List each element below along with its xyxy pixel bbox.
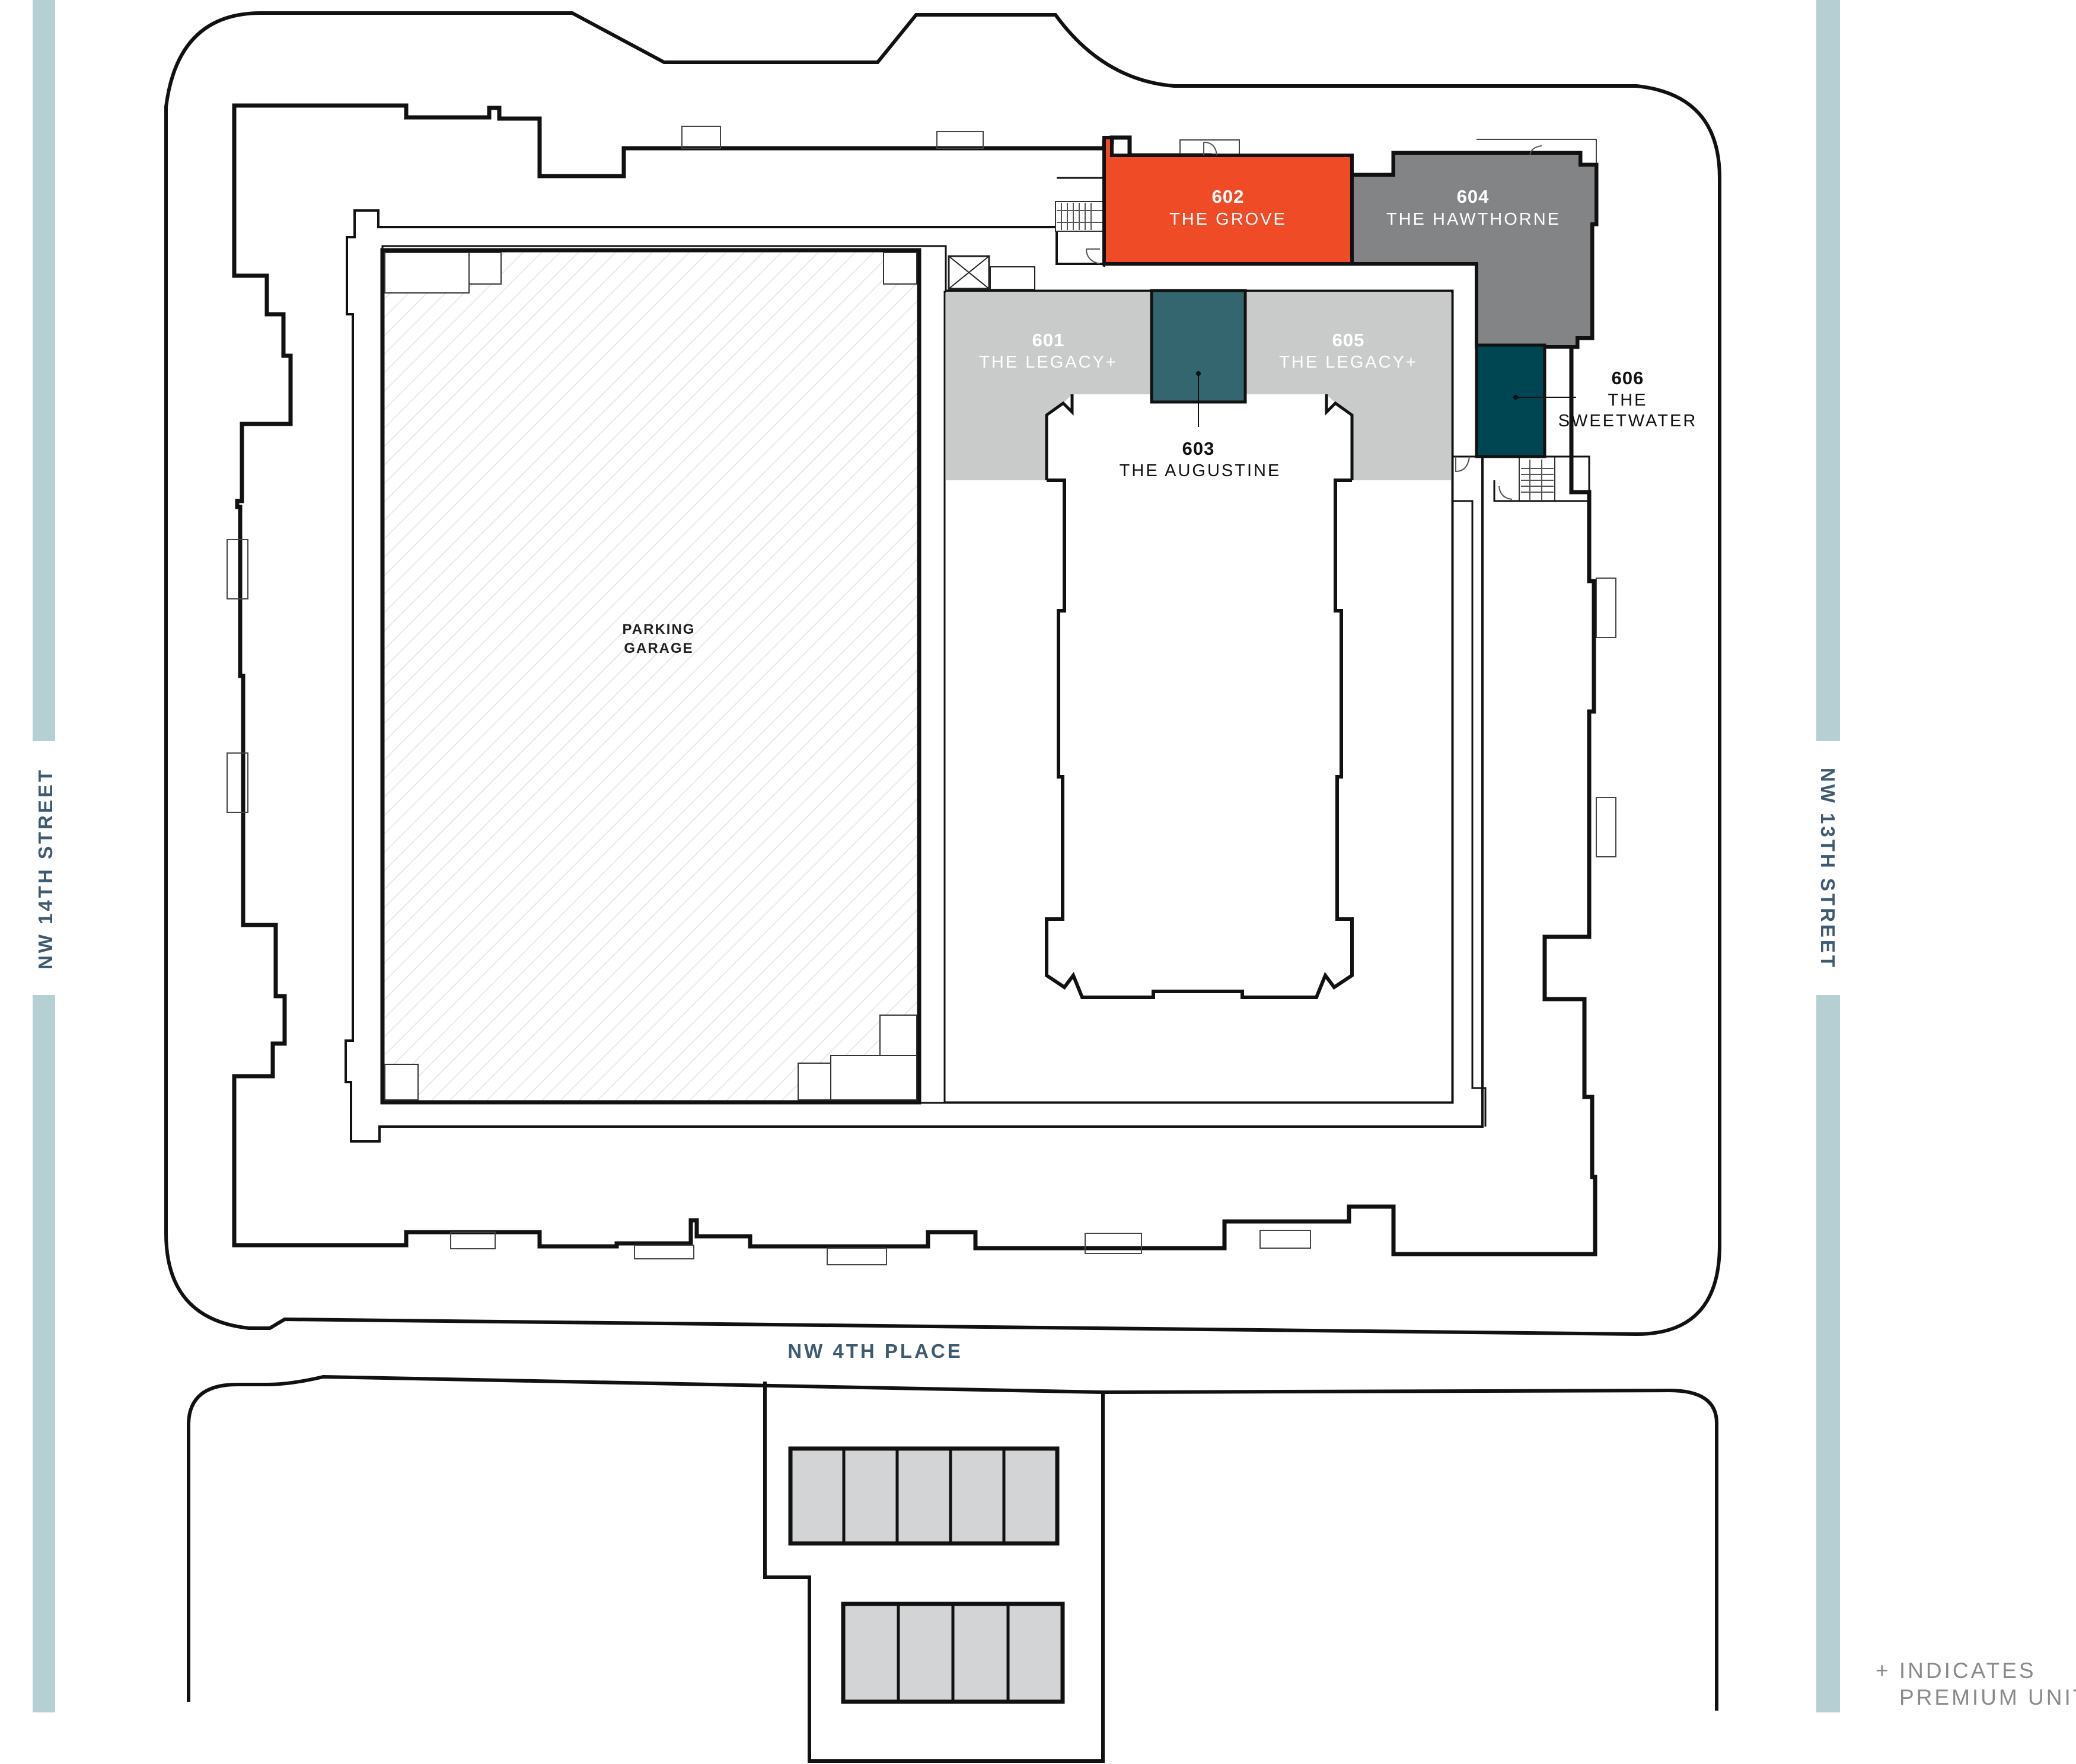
garage-label-line1: PARKING [623, 621, 696, 637]
unit-602-name: THE GROVE [1169, 210, 1287, 229]
unit-606-number: 606 [1612, 368, 1644, 388]
parking-garage [380, 248, 921, 1105]
unit-606-name-line2: SWEETWATER [1558, 412, 1698, 430]
street-bar-east-top [1816, 0, 1840, 741]
courtyard [1045, 479, 1354, 999]
parking-row-upper [788, 1446, 1060, 1546]
street-label-south: NW 4TH PLACE [787, 1340, 963, 1362]
unit-602[interactable] [1102, 136, 1354, 266]
east-corridor [1453, 500, 1487, 1127]
legend-line2: PREMIUM UNIT [1899, 1685, 2076, 1709]
door-swings [1086, 142, 1542, 500]
street-bar-west-top [33, 0, 55, 741]
unit-605-number: 605 [1332, 330, 1365, 350]
utility-box [990, 266, 1035, 290]
street-label-west: NW 14TH STREET [34, 768, 56, 969]
unit-605[interactable] [1245, 292, 1451, 480]
unit-601[interactable] [946, 292, 1152, 480]
unit-606-name-line1: THE [1608, 391, 1648, 410]
building-outline [232, 103, 1599, 1256]
unit-604-number: 604 [1457, 186, 1490, 207]
unit-601-name: THE LEGACY+ [979, 353, 1118, 372]
street-bar-west-bottom [33, 995, 55, 1712]
unit-601-number: 601 [1032, 330, 1065, 350]
unit-603-number: 603 [1182, 438, 1215, 459]
stair-606 [1519, 456, 1555, 502]
street-bar-east-bottom [1816, 995, 1840, 1712]
garage-corner-boxes [384, 252, 917, 1100]
unit-605-name: THE LEGACY+ [1279, 353, 1418, 372]
unit-606[interactable] [1475, 343, 1546, 458]
street-label-east: NW 13TH STREET [1817, 768, 1839, 969]
unit-603-name: THE AUGUSTINE [1120, 461, 1281, 480]
site-boundary [164, 11, 1721, 1336]
stair-north-treads [1057, 203, 1103, 230]
garage-label-line2: GARAGE [624, 640, 693, 656]
courtyard-top-edge [1045, 394, 1354, 480]
balcony-boxes [227, 126, 1616, 1265]
unit-602-number: 602 [1212, 186, 1245, 207]
parking-row-lower [841, 1602, 1065, 1704]
unit-604-name: THE HAWTHORNE [1386, 210, 1561, 229]
unit-604[interactable] [1350, 151, 1598, 349]
south-lot-boundary [187, 1374, 1718, 1711]
legend-line1: + INDICATES [1876, 1658, 2036, 1683]
stair-606-treads [1521, 460, 1554, 500]
south-lot-driveway [763, 1382, 1105, 1763]
